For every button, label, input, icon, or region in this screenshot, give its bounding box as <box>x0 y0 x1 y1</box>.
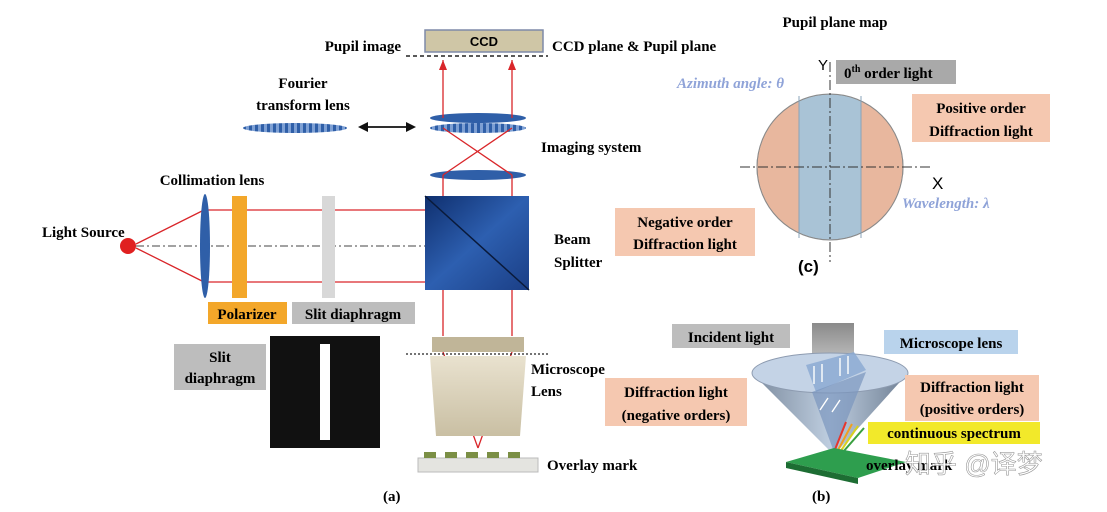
ray-arrows <box>813 356 849 413</box>
pupil-image-label: Pupil image <box>325 39 402 55</box>
panel-b: Incident light Microscope lens Diffracti… <box>605 323 1040 505</box>
ccd-sensor <box>424 29 544 53</box>
negative-order-label-2: Diffraction light <box>633 237 737 253</box>
panel-a: CCD Pupil image CCD plane & Pupil plane … <box>42 29 717 505</box>
diff-positive-label-2: (positive orders) <box>920 402 1025 418</box>
beam-splitter-diagonal <box>424 195 530 291</box>
y-axis-label: Y <box>818 57 828 74</box>
imaging-system-label: Imaging system <box>541 140 642 156</box>
ccd-plane-label: CCD plane & Pupil plane <box>552 39 717 55</box>
diff-negative-label-2: (negative orders) <box>622 408 731 424</box>
zeroth-order-tag <box>836 60 956 84</box>
fourier-label-1: Fourier <box>278 76 327 92</box>
negative-order-label-1: Negative order <box>637 215 733 231</box>
diff-negative-tag <box>605 378 747 426</box>
microscope-lens-tag <box>884 330 1018 354</box>
positive-order-tag <box>912 94 1050 142</box>
ray-arrow-right <box>508 60 516 70</box>
polarizer-plate <box>232 196 247 298</box>
collimation-lens-label: Collimation lens <box>160 173 265 189</box>
beam-splitter-label-2: Splitter <box>554 255 603 271</box>
overlay-mark-label: Overlay mark <box>547 458 638 474</box>
ccd-label: CCD <box>470 34 498 49</box>
positive-order-label-2: Diffraction light <box>929 124 1033 140</box>
beam-splitter-label-1: Beam <box>554 232 591 248</box>
swap-arrow-head-right <box>406 122 416 132</box>
band-mask <box>757 92 903 242</box>
overlay-substrate <box>786 448 906 478</box>
imaging-lens-fourier <box>430 123 526 133</box>
spectrum-rays <box>833 421 865 453</box>
continuous-spectrum-tag <box>868 422 1040 444</box>
objective-cap <box>432 337 524 352</box>
ray-arrow-left <box>439 60 447 70</box>
diff-positive-tag <box>905 375 1039 421</box>
cone-strip-lower <box>812 372 866 452</box>
microscope-lens-label: Microscope lens <box>900 336 1003 352</box>
polarizer-label: Polarizer <box>217 307 276 323</box>
zeroth-order-label: 0th order light <box>844 64 933 82</box>
microscope-lens-label-1: Microscope <box>531 362 605 378</box>
microscope-lens-label-2: Lens <box>531 384 562 400</box>
overlay-mark-substrate <box>417 457 539 473</box>
fourier-label-2: transform lens <box>256 98 350 114</box>
incident-light-label: Incident light <box>688 330 774 346</box>
slit-diaphragm-label: Slit diaphragm <box>305 307 402 323</box>
overlay-mark-b-label: overlay mark <box>866 458 953 474</box>
overlay-mark-pads <box>424 452 520 458</box>
positive-order-label-1: Positive order <box>936 101 1026 117</box>
wavelength-label: Wavelength: λ <box>902 196 990 212</box>
slit-diaphragm-tag <box>292 302 415 324</box>
light-source-dot <box>120 238 136 254</box>
watermark: 知乎 @译梦 <box>905 449 1043 479</box>
caption-a: (a) <box>383 489 401 505</box>
negative-order-tag <box>615 208 755 256</box>
slit-box-tag <box>174 344 266 390</box>
panel-c: Pupil plane map Y X Azimuth angle: θ 0th… <box>615 15 1050 276</box>
fourier-lens <box>243 123 347 133</box>
incident-light-tag <box>672 324 790 348</box>
polarizer-tag <box>208 302 287 324</box>
caption-c: (c) <box>798 257 819 276</box>
slit-opening <box>320 344 330 440</box>
diff-positive-label-1: Diffraction light <box>920 380 1024 396</box>
slit-box-label-1: Slit <box>209 350 231 366</box>
caption-b: (b) <box>812 489 830 505</box>
imaging-lens-bottom <box>430 170 526 180</box>
zeroth-order-strip <box>806 352 866 392</box>
slit-box-label-2: diaphragm <box>185 371 256 387</box>
collimation-lens <box>200 194 210 298</box>
light-source-label: Light Source <box>42 225 125 241</box>
diff-negative-label-1: Diffraction light <box>624 385 728 401</box>
slit-plate <box>322 196 335 298</box>
azimuth-label: Azimuth angle: θ <box>676 76 784 92</box>
imaging-lens-top <box>430 113 526 123</box>
x-axis-label: X <box>932 174 943 193</box>
swap-arrow-head-left <box>358 122 368 132</box>
objective-body <box>430 356 526 436</box>
overlay-substrate-side <box>786 462 858 484</box>
pupil-map-title: Pupil plane map <box>782 15 887 31</box>
continuous-spectrum-label: continuous spectrum <box>887 426 1021 442</box>
